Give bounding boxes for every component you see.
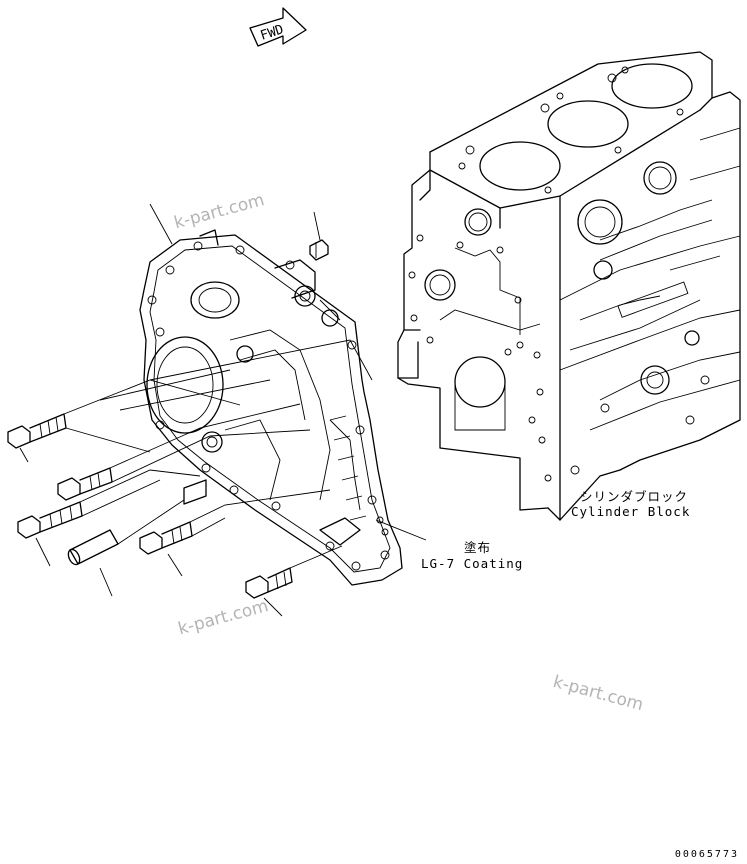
bolt-lower-center — [139, 521, 193, 555]
bolt-lower-left — [17, 501, 83, 539]
fwd-arrow-label: FWD — [259, 22, 286, 44]
bolt-upper — [7, 413, 67, 449]
dowel-pin — [67, 529, 119, 566]
coating-label-en: LG-7 Coating — [421, 556, 524, 571]
leader-lines — [19, 203, 427, 617]
cylinder-block-label-jp: シリンダブロック — [580, 489, 689, 504]
fwd-arrow-icon: FWD — [249, 7, 307, 47]
bolt-middle — [57, 467, 113, 501]
front-cover-drawing — [139, 229, 403, 586]
cylinder-block-label-en: Cylinder Block — [571, 504, 691, 519]
plug — [309, 239, 329, 261]
cylinder-block-drawing — [397, 51, 741, 521]
bolt-bottom — [245, 567, 293, 599]
document-number: 00065773 — [674, 849, 739, 860]
coating-label-jp: 塗布 — [464, 540, 492, 555]
gasket-tab — [183, 479, 207, 505]
